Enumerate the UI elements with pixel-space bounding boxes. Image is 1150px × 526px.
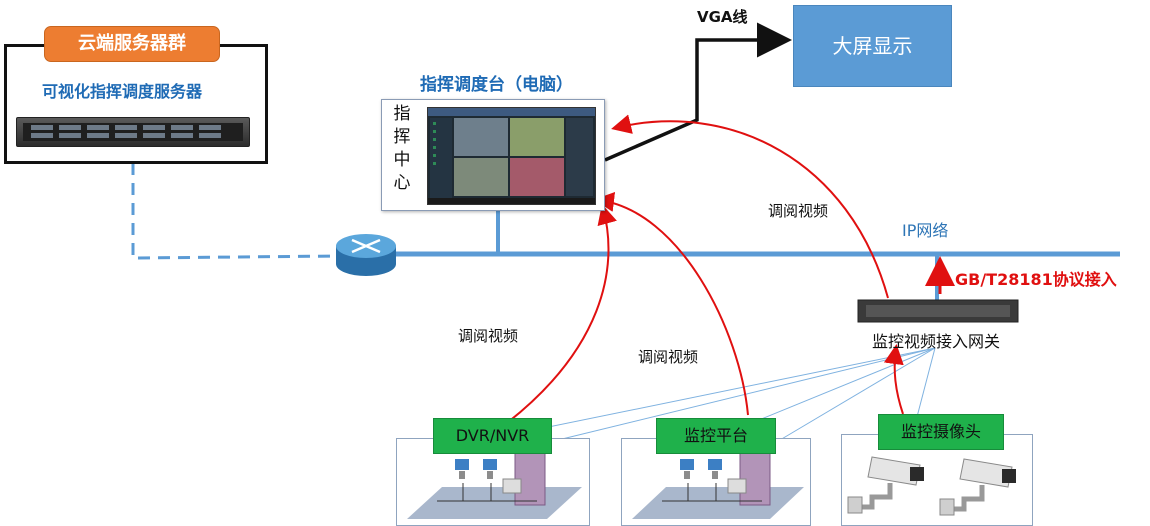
cloud-subtitle: 可视化指挥调度服务器 — [42, 82, 203, 101]
big-screen-display: 大屏显示 — [793, 5, 952, 87]
flow-label: 调阅视频 — [638, 348, 699, 366]
video-wall-screen-icon — [427, 107, 596, 205]
camera-icon — [847, 456, 1016, 516]
lan-network-icon — [632, 452, 804, 519]
gateway-device-icon — [857, 299, 1019, 323]
ip-network-label: IP网络 — [902, 221, 949, 240]
gateway-label: 监控视频接入网关 — [872, 332, 1001, 351]
dvr-nvr-tag: DVR/NVR — [433, 418, 552, 454]
flow-label: 调阅视频 — [768, 202, 829, 220]
camera-tag: 监控摄像头 — [878, 414, 1004, 450]
flow-dvr-to-command — [506, 204, 617, 424]
lan-network-icon — [407, 452, 582, 519]
vga-cable-label: VGA线 — [697, 8, 748, 26]
monitoring-platform-tag: 监控平台 — [656, 418, 776, 454]
router-icon — [336, 234, 396, 276]
flow-camera-to-gateway — [883, 344, 904, 415]
protocol-label: GB/T28181协议接入 — [955, 270, 1117, 289]
command-console-title: 指挥调度台（电脑） — [420, 75, 573, 95]
cloud-title: 云端服务器群 — [44, 26, 220, 62]
vga-arrow — [604, 22, 792, 162]
cloud-dashed-link — [131, 163, 341, 260]
flow-platform-to-command — [594, 192, 749, 416]
flow-label: 调阅视频 — [458, 327, 519, 345]
server-rack-icon — [16, 117, 250, 147]
command-center-label: 指挥中心 — [393, 104, 411, 193]
flow-gateway-to-command — [611, 114, 889, 299]
